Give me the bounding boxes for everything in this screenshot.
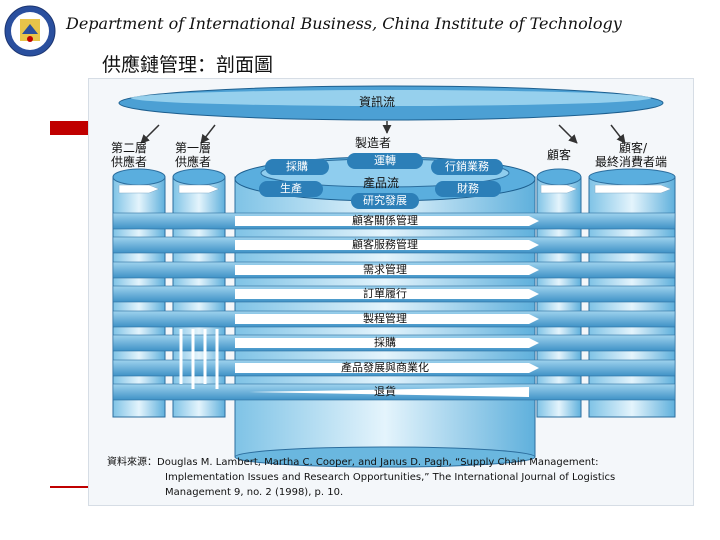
- institute-logo: [3, 4, 57, 58]
- tier1-supplier-label-line2: 供應者: [175, 155, 212, 169]
- source-line-2: Implementation Issues and Research Oppor…: [165, 472, 616, 483]
- process-crm: 顧客關係管理: [352, 214, 418, 227]
- function-production: 生產: [259, 181, 323, 197]
- product-flow-label: 產品流: [363, 176, 400, 190]
- source-line-3: Management 9, no. 2 (1998), p. 10.: [165, 487, 344, 498]
- process-procurement: 採購: [374, 336, 396, 349]
- process-returns: 退貨: [374, 385, 396, 398]
- function-logistics: 運轉: [347, 153, 423, 169]
- process-product-development: 產品發展與商業化: [341, 361, 429, 374]
- header-title: Department of International Business, Ch…: [66, 14, 622, 33]
- process-order-fulfillment: 訂單履行: [363, 287, 407, 300]
- slide-subtitle: 供應鏈管理：剖面圖: [102, 54, 274, 76]
- source-line-1: 資料來源：Douglas M. Lambert, Martha C. Coope…: [107, 457, 599, 468]
- process-manufacturing-flow: 製程管理: [363, 312, 407, 325]
- supply-chain-diagram: 資訊流 製造者 第二層 供應者 第一層 供應者 顧客 顧客/ 最終消費者端 採購…: [88, 78, 694, 506]
- end-consumer-label-line2: 最終消費者端: [595, 155, 668, 169]
- customer-label: 顧客: [547, 148, 572, 162]
- function-finance: 財務: [435, 181, 501, 197]
- end-consumer-label-line1: 顧客/: [619, 141, 648, 155]
- info-flow-label: 資訊流: [359, 95, 396, 109]
- tier2-supplier-label-line2: 供應者: [111, 155, 148, 169]
- manufacturer-label: 製造者: [355, 136, 392, 150]
- function-rd: 研究發展: [351, 193, 419, 209]
- source-citation: 資料來源：Douglas M. Lambert, Martha C. Coope…: [107, 455, 615, 500]
- function-purchasing: 採購: [265, 159, 329, 175]
- process-demand-management: 需求管理: [363, 263, 407, 276]
- tier1-supplier-label-line1: 第一層: [175, 141, 212, 155]
- process-customer-service: 顧客服務管理: [352, 238, 418, 251]
- function-marketing-sales: 行銷業務: [431, 159, 503, 175]
- diagram-graphics: [112, 85, 676, 468]
- accent-line: [50, 486, 102, 488]
- tier2-supplier-label-line1: 第二層: [111, 141, 148, 155]
